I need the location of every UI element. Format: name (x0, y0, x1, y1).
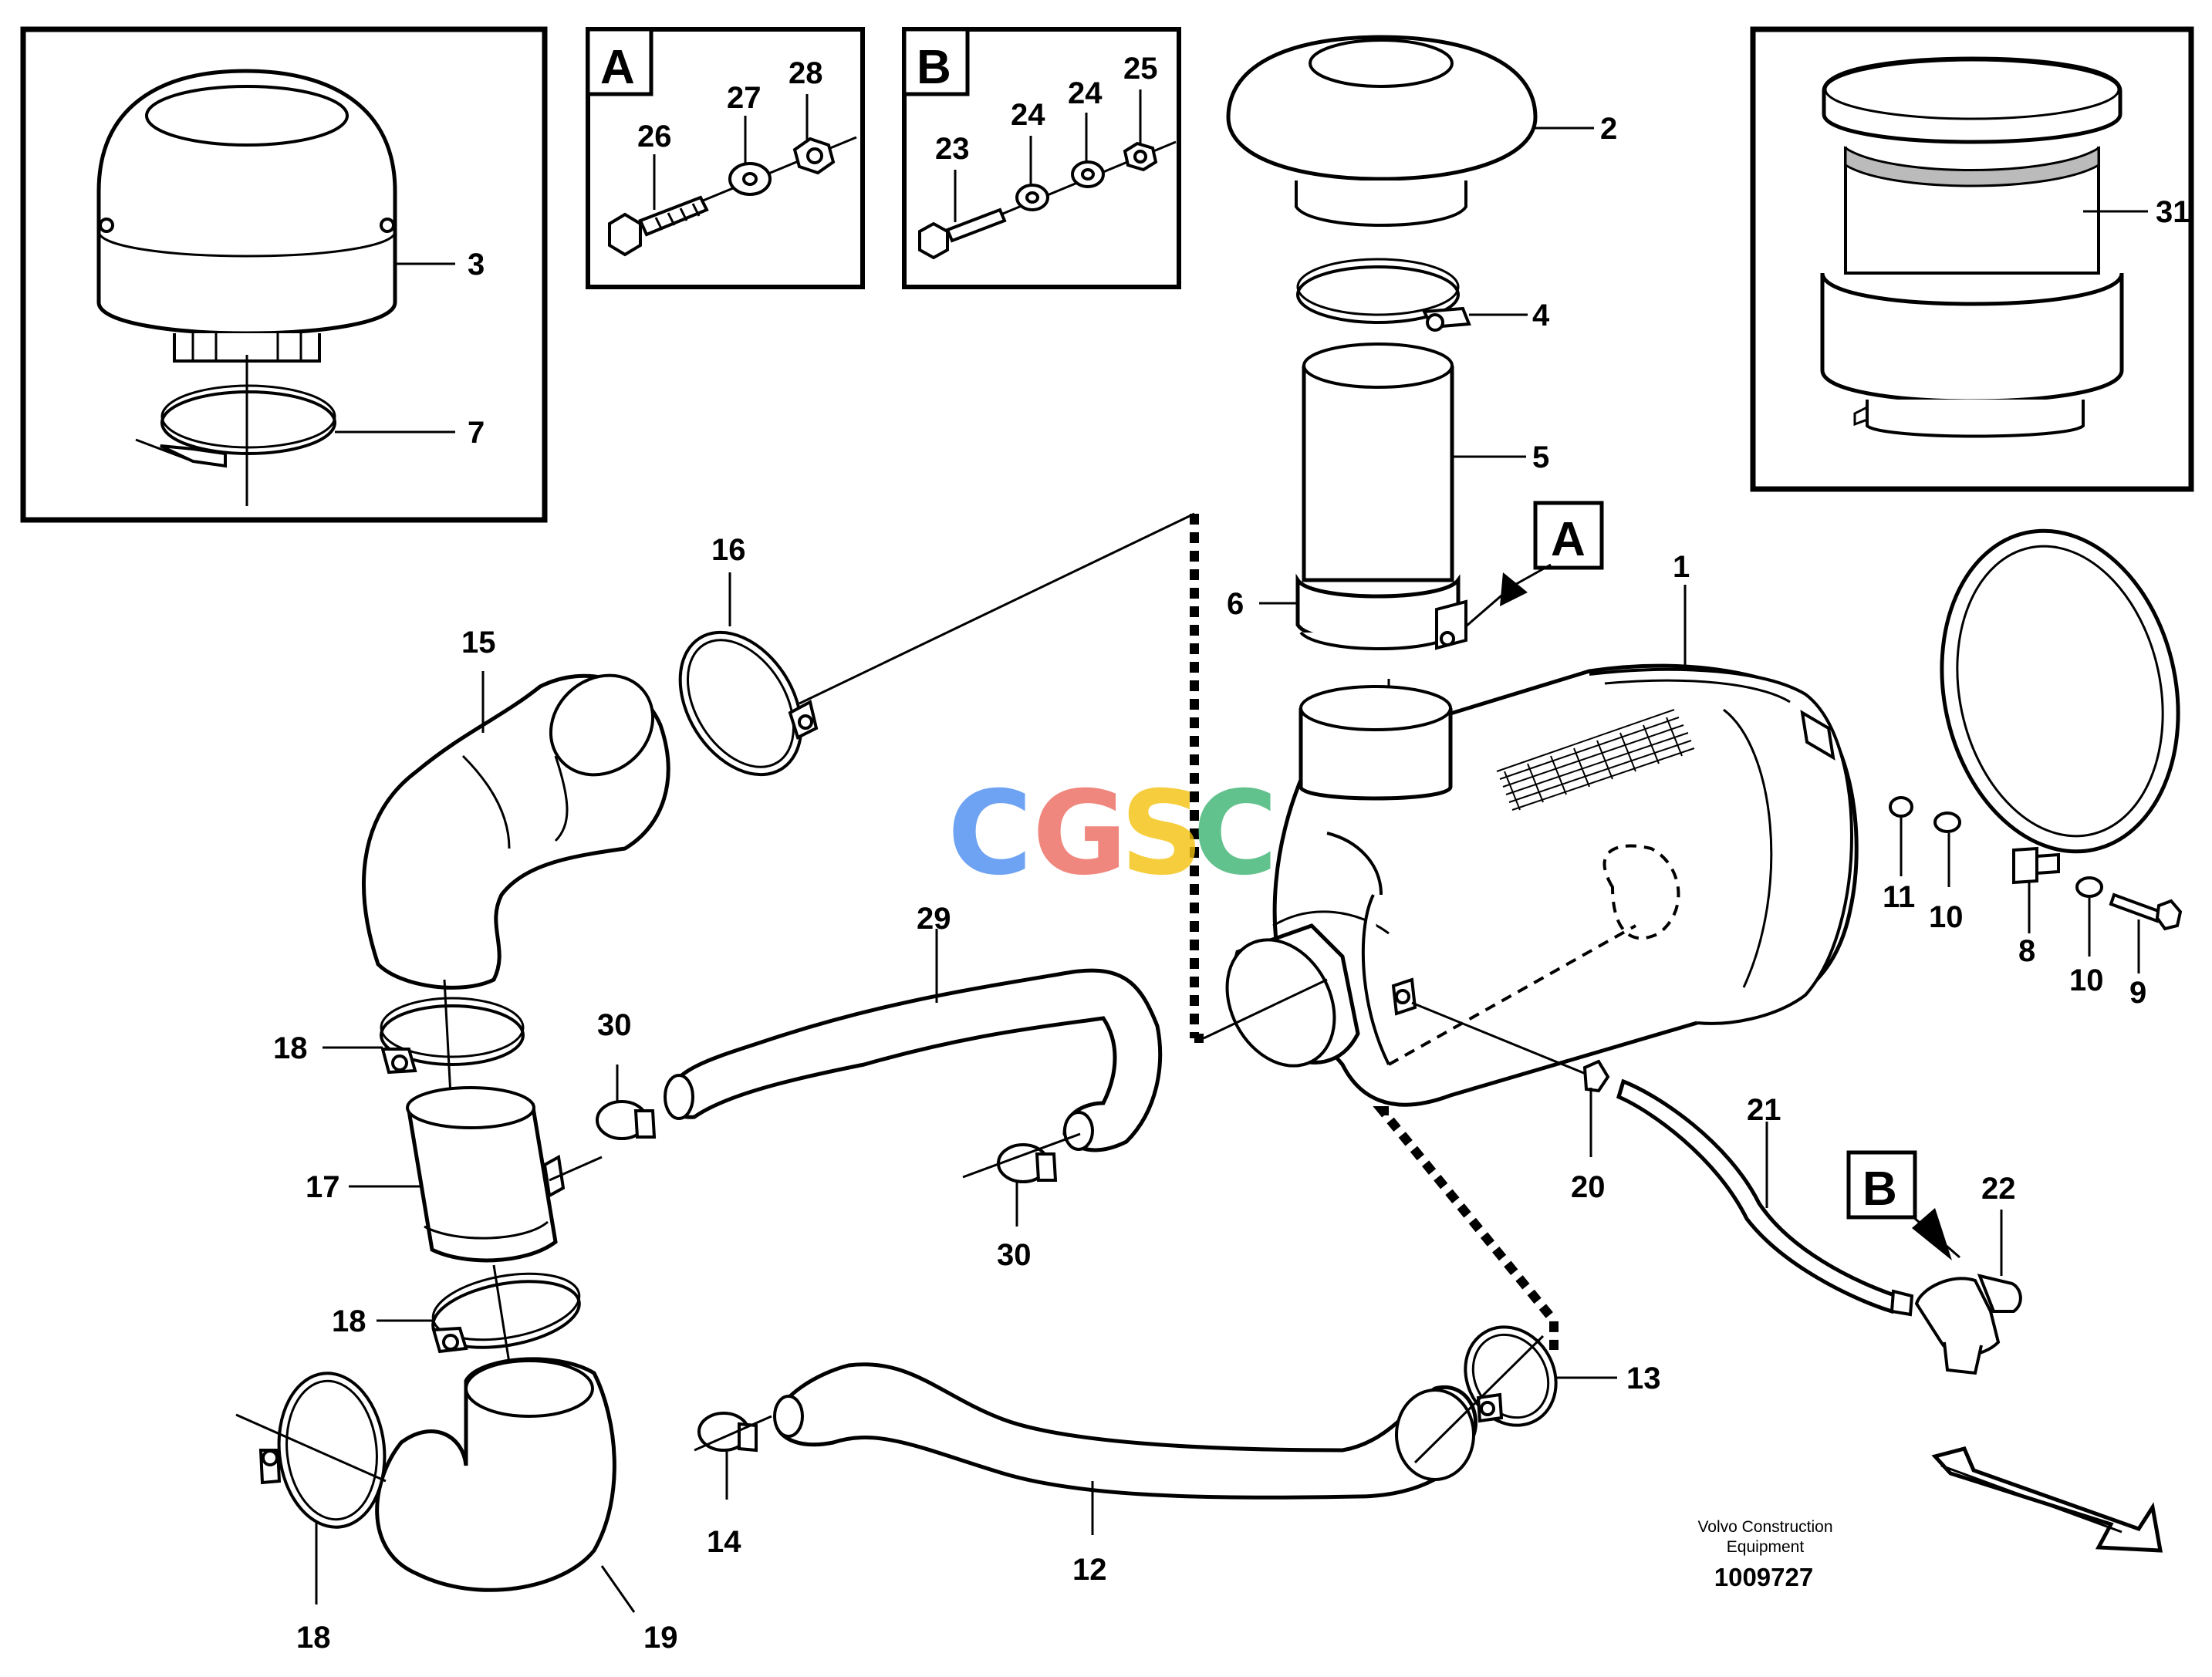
direction-arrow (1931, 1446, 2163, 1553)
part-number-label: 28 (789, 56, 823, 90)
part-number-label: 23 (935, 132, 970, 166)
part-number-label: 5 (1532, 440, 1549, 474)
part-number-label: 9 (2129, 976, 2146, 1010)
part-hose-clamp: 18 (332, 1264, 581, 1412)
callout-letter: B (1862, 1162, 1897, 1216)
part-number-label: 31 (2156, 195, 2190, 229)
part-number-label: 18 (273, 1031, 308, 1065)
manufacturer-line1: Volvo Construction (1697, 1518, 1832, 1536)
part-number-label: 18 (296, 1621, 331, 1655)
part-number-label: 15 (461, 626, 496, 660)
part-number-label: 26 (637, 120, 672, 154)
part-hose-clamp: 18 (273, 979, 525, 1096)
part-number-label: 3 (468, 248, 485, 282)
part-clamp: 4 (1296, 258, 1550, 332)
part-number-label: 8 (2018, 934, 2035, 968)
part-number-label: 6 (1227, 587, 1244, 621)
part-number-label: 17 (306, 1170, 340, 1204)
part-number-label: 2 (1600, 112, 1617, 146)
callout-b: B (1846, 1150, 1960, 1260)
ribs (1496, 709, 1695, 811)
part-hose-elbow: 19 (375, 1357, 678, 1655)
inset-cyclone-precleaner: 31 (1750, 26, 2194, 492)
part-hose-clamp: 13 (1413, 1325, 1661, 1464)
part-hose-clamp-small: 30 (962, 1132, 1081, 1272)
part-number-label: 29 (917, 902, 951, 936)
part-number-label: 16 (711, 533, 746, 567)
document-info: Volvo Construction Equipment 1009727 (1697, 1518, 1832, 1591)
detail-letter: A (600, 41, 635, 94)
part-number-label: 12 (1072, 1553, 1107, 1587)
inset-precleaner-cap: 3 7 (20, 26, 548, 523)
part-number-label: 1 (1673, 550, 1690, 584)
part-number-label: 18 (332, 1304, 366, 1338)
watermark-logo: C G S C (947, 767, 1278, 901)
detail-view-b: B 23 24 24 25 (902, 27, 1181, 289)
part-fasteners: 11 10 10 9 (1883, 796, 2183, 1010)
part-number-label: 30 (597, 1008, 632, 1042)
part-number-label: 25 (1123, 52, 1158, 86)
document-number: 1009727 (1714, 1563, 1813, 1591)
callout-a: A (1465, 501, 1604, 628)
watermark-letter: G (1032, 767, 1127, 901)
part-hose-small: 29 (664, 902, 1163, 1152)
part-number-label: 10 (2069, 963, 2104, 997)
part-tee-connector: 17 (306, 1086, 603, 1263)
part-hose-clamp: 16 (678, 533, 819, 777)
part-number-label: 22 (1981, 1172, 2016, 1206)
part-hose-clamp-small: 14 (694, 1412, 772, 1559)
part-number-label: 19 (643, 1621, 678, 1655)
part-number-label: 13 (1626, 1362, 1661, 1395)
part-number-label: 20 (1571, 1170, 1606, 1204)
manufacturer-line2: Equipment (1727, 1538, 1805, 1556)
detail-letter: B (917, 41, 951, 94)
part-rain-cap: 2 (1226, 35, 1617, 227)
part-number-label: 24 (1011, 98, 1045, 132)
watermark-letter: C (947, 767, 1032, 901)
part-number-label: 14 (707, 1525, 741, 1559)
part-number-label: 27 (727, 81, 762, 115)
part-hose-clamp: 18 (235, 1372, 387, 1655)
part-air-filter-housing: 1 (1225, 550, 1859, 1107)
part-number-label: 7 (468, 416, 485, 450)
watermark-letter: C (1193, 767, 1278, 901)
part-number-label: 30 (997, 1238, 1032, 1272)
detail-view-a: A 26 27 28 (586, 27, 865, 289)
part-restriction-indicator: 20 21 22 (1411, 1001, 2022, 1375)
watermark-letter: S (1120, 767, 1204, 901)
part-intake-pipe: 5 6 (1227, 342, 1549, 747)
part-number-label: 4 (1532, 299, 1550, 332)
part-hose-long: 12 (773, 1362, 1478, 1587)
part-hose-clamp-small: 30 (596, 1008, 657, 1140)
part-number-label: 11 (1883, 880, 1915, 914)
part-number-label: 24 (1068, 76, 1103, 110)
dashed-leader (1373, 1106, 1559, 1350)
part-number-label: 21 (1747, 1093, 1781, 1127)
part-number-label: 10 (1929, 900, 1964, 934)
part-hose-elbow: 15 (362, 626, 670, 990)
part-band-clamp: 8 (1940, 528, 2180, 968)
callout-letter: A (1551, 513, 1586, 566)
